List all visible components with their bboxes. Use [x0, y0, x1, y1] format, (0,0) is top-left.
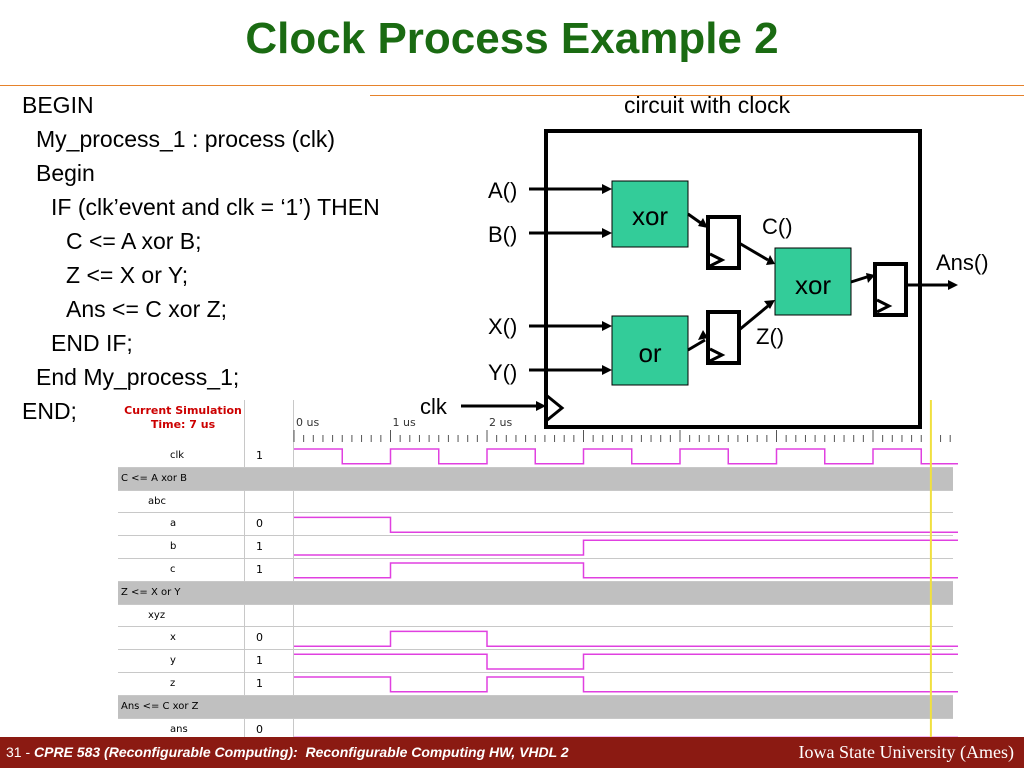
waveform-signal-value: 1: [256, 449, 263, 462]
waveform-window: Current Simulation Time: 7 us clk 1 C <= A…: [118, 400, 958, 737]
sim-header-line-2: Time: 7 us: [150, 418, 216, 431]
xor-gate-2: [774, 247, 852, 316]
output-ans-label: Ans(): [936, 250, 989, 275]
footer-bar: [0, 737, 1024, 768]
waveform-trace-a: [294, 516, 958, 533]
clk-label: clk: [420, 394, 448, 419]
waveform-signal-name: x: [170, 632, 176, 644]
waveform-signal-name: a: [170, 518, 177, 530]
code-line-9: End My_process_1;: [36, 364, 240, 390]
signal-c-label: C(): [762, 214, 793, 239]
waveform-signal-name: Z <= X or Y: [121, 586, 181, 598]
waveform-column-separator: [244, 400, 245, 737]
xor-gate-1-label: xor: [632, 201, 668, 231]
institution-name: Iowa State University (Ames): [798, 742, 1014, 762]
waveform-signal-name: Ans <= C xor Z: [121, 700, 199, 712]
or-gate: [611, 315, 689, 386]
code-line-8: END IF;: [51, 330, 133, 356]
clock-triangle-ans: [876, 298, 893, 314]
waveform-column-separator: [293, 400, 294, 737]
waveform-signal-name: C <= A xor B: [121, 472, 187, 484]
waveform-row: clk 1: [118, 445, 953, 468]
waveform-group-row: C <= A xor B: [118, 467, 953, 491]
waveform-signal-name: ans: [170, 723, 188, 735]
waveform-signal-value: 0: [256, 517, 263, 531]
waveform-trace-y: [294, 653, 958, 670]
code-line-7: Ans <= C xor Z;: [66, 296, 228, 322]
waveform-trace-x: [294, 630, 958, 647]
waveform-signal-name: y: [170, 655, 176, 667]
diagram-caption: circuit with clock: [624, 92, 791, 118]
time-axis-label: 1 us: [393, 416, 416, 429]
waveform-signal-name: c: [170, 564, 176, 575]
sim-time-header: Current Simulation Time: 7 us: [124, 404, 242, 432]
sub-rule: [370, 95, 1024, 96]
footer-left: 31 - CPRE 583 (Reconfigurable Computing)…: [6, 744, 569, 760]
circuit-wires: [461, 187, 950, 408]
input-y-label: Y(): [488, 360, 517, 385]
code-line-4: IF (clk’event and clk = ‘1’) THEN: [51, 194, 380, 220]
circuit-diagram: xor or xor A() B() X() Y(): [420, 129, 989, 429]
title-rule: [0, 85, 1024, 86]
waveform-signal-value: 1: [256, 540, 263, 554]
input-a-label: A(): [488, 178, 517, 203]
waveform-signal-value: 1: [256, 563, 263, 576]
waveform-signal-name: b: [170, 541, 177, 553]
code-line-1: BEGIN: [22, 92, 94, 118]
flip-flop-ans: [873, 262, 908, 317]
waveform-row: abc: [118, 491, 953, 514]
slide-title: Clock Process Example 2: [245, 14, 779, 63]
waveform-traces: 0 us1 us2 us3 us4 us5 us6 us7: [293, 400, 958, 737]
waveform-trace-clk: [294, 448, 958, 465]
slide-number: 31 -: [6, 744, 31, 760]
time-axis-label: 0 us: [296, 416, 319, 429]
waveform-signal-name: xyz: [148, 609, 166, 621]
arrowheads: [536, 184, 958, 411]
code-line-2: My_process_1 : process (clk): [36, 126, 336, 152]
input-x-label: X(): [488, 314, 517, 339]
sim-header-line-1: Current Simulation: [124, 404, 242, 417]
waveform-group-row: Z <= X or Y: [118, 581, 953, 605]
waveform-signal-name: z: [170, 678, 176, 689]
xor-gate-2-label: xor: [795, 270, 831, 300]
code-line-6: Z <= X or Y;: [66, 262, 189, 288]
clock-triangle-c: [709, 252, 726, 268]
waveform-signal-value: 0: [256, 631, 263, 645]
waveform-group-row: Ans <= C xor Z: [118, 695, 953, 719]
clock-triangle-z: [709, 347, 726, 363]
waveform-signal-value: 1: [256, 677, 263, 690]
clock-triangle-main: [545, 393, 565, 423]
code-line-10: END;: [22, 398, 77, 424]
course-name: CPRE 583 (Reconfigurable Computing): Rec…: [34, 744, 569, 760]
waveform-signal-name: abc: [148, 495, 166, 507]
input-b-label: B(): [488, 222, 517, 247]
waveform-signal-value: 1: [256, 654, 263, 668]
waveform-trace-z: [294, 676, 958, 693]
or-gate-label: or: [638, 338, 661, 368]
waveform-trace-b: [294, 539, 958, 556]
waveform-signal-name: clk: [170, 450, 185, 461]
waveform-signal-value: 0: [256, 722, 263, 736]
code-line-3: Begin: [36, 160, 95, 186]
waveform-row: xyz: [118, 605, 953, 628]
signal-z-label: Z(): [756, 324, 784, 349]
xor-gate-1: [611, 180, 689, 248]
code-line-5: C <= A xor B;: [66, 228, 202, 254]
waveform-trace-c: [294, 562, 958, 579]
time-axis-label: 2 us: [489, 416, 512, 429]
waveform-row: ans 0: [118, 719, 953, 737]
